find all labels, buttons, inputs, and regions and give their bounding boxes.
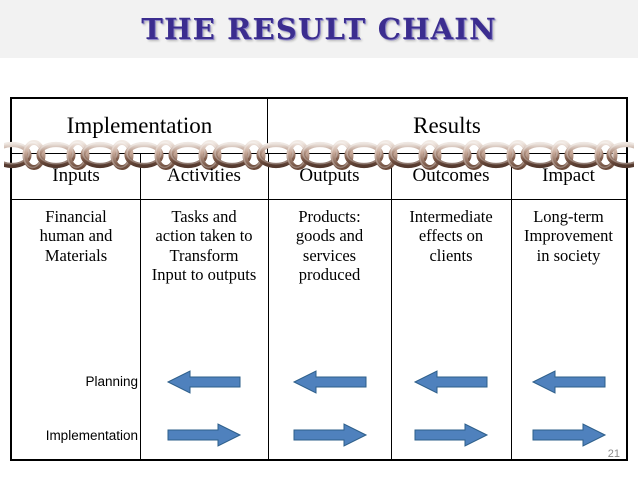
top-header-results: Results [413, 113, 481, 138]
result-chain-table: Implementation Results [10, 97, 628, 461]
cell-activities-body: Tasks and action taken to Transform Inpu… [151, 207, 257, 285]
top-header-implementation: Implementation [12, 99, 268, 153]
column-header-activities: Activities [167, 165, 241, 186]
arrow-implementation-outcomes [391, 409, 511, 461]
row-label-planning: Planning [85, 374, 138, 389]
table-top-header-row: Implementation Results [12, 99, 626, 153]
page-number: 21 [607, 448, 620, 460]
divider-col-2 [268, 153, 269, 461]
arrow-implementation-activities [140, 409, 268, 461]
spacer-cell-1 [12, 99, 140, 153]
arrow-planning-outputs [268, 354, 391, 409]
divider-col-3 [391, 153, 392, 461]
column-header-outcomes: Outcomes [412, 165, 490, 186]
row-label-implementation: Implementation [45, 427, 138, 443]
spacer-cell-3 [268, 99, 391, 153]
cell-impact-body: Long-term Improvement in society [524, 207, 613, 265]
divider-column-header [12, 199, 626, 200]
column-header-impact: Impact [542, 165, 595, 186]
title-banner: The Result Chain [0, 0, 638, 58]
arrow-planning-outcomes [391, 354, 511, 409]
divider-col-1 [140, 153, 141, 461]
spacer-cell-2 [140, 99, 268, 153]
arrow-planning-activities [140, 354, 268, 409]
cell-outcomes-body: Intermediate effects on clients [409, 207, 493, 265]
page-title: The Result Chain [141, 12, 497, 46]
column-header-inputs: Inputs [52, 165, 100, 186]
spacer-cell-4 [391, 99, 511, 153]
column-header-outputs: Outputs [299, 165, 360, 186]
arrow-implementation-impact [511, 409, 626, 461]
arrow-implementation-outputs [268, 409, 391, 461]
cell-inputs-body: Financial human and Materials [39, 207, 113, 265]
arrow-planning-impact [511, 354, 626, 409]
spacer-cell-5 [511, 99, 626, 153]
divider-col-4 [511, 153, 512, 461]
table-grid: Inputs Activities Outputs Outcomes Impac… [12, 99, 626, 459]
cell-outputs-body: Products: goods and services produced [295, 207, 364, 285]
